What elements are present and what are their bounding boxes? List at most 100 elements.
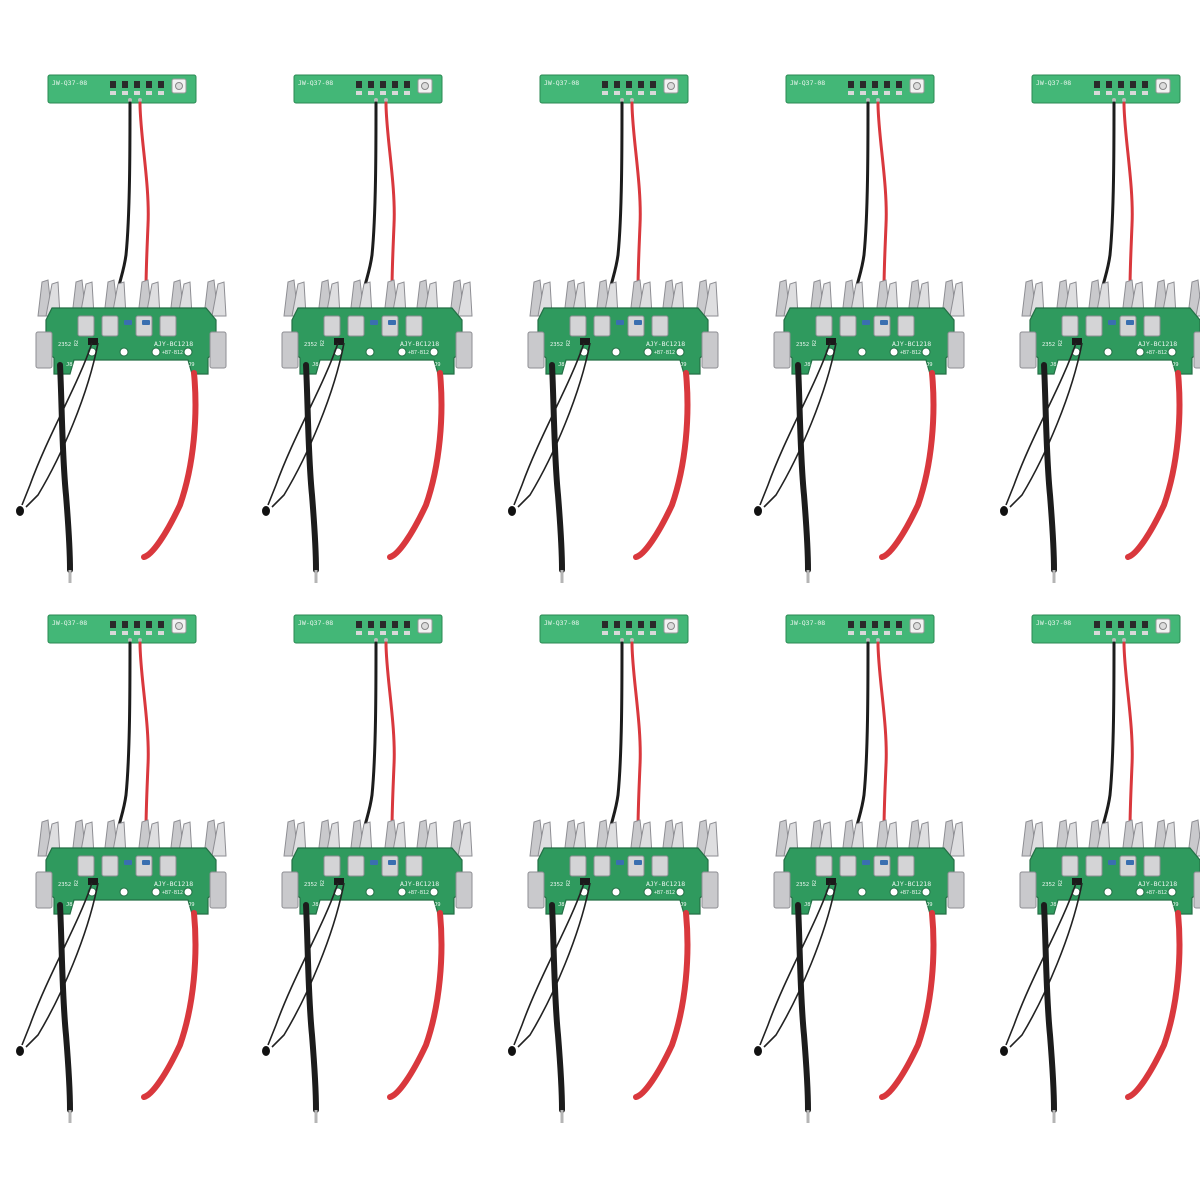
resistor: [880, 860, 888, 865]
side-contact-left: [1019, 871, 1037, 909]
thermistor-wire: [763, 882, 837, 1048]
board-contact: [77, 315, 95, 337]
main-board-sub-label: +B7-B12: [1146, 350, 1167, 356]
board-contact: [593, 855, 611, 877]
smd-component: [884, 621, 890, 628]
led: [158, 91, 164, 95]
terminal-clip: [1195, 831, 1200, 857]
pad-label-left: J8: [804, 902, 811, 908]
thermistor-bead: [508, 1046, 516, 1056]
led: [392, 91, 398, 95]
board-contact: [381, 315, 399, 337]
side-contact-right: [455, 871, 473, 909]
board-contact: [323, 315, 341, 337]
solder-pad: [384, 98, 388, 102]
wire-red-signal: [138, 641, 150, 832]
power-wire-black: [795, 902, 811, 1113]
main-board-code: 2352: [550, 342, 563, 348]
indicator-board: JW-Q37-08: [293, 74, 443, 104]
mounting-hole: [365, 347, 375, 357]
pad-label-left: J8: [312, 902, 319, 908]
mounting-hole: [643, 887, 653, 897]
wire-red-signal: [1122, 641, 1134, 832]
board-contact: [135, 315, 153, 337]
wire-red-signal: [1122, 101, 1134, 292]
board-contact: [593, 315, 611, 337]
pad-label-right: J9: [188, 362, 195, 368]
mounting-hole: [1103, 347, 1113, 357]
push-button-cap: [1159, 622, 1167, 630]
wire-red-signal: [876, 641, 888, 832]
power-wire-red: [141, 910, 199, 1100]
smd-component: [848, 621, 854, 628]
pad-label-right: J9: [680, 362, 687, 368]
board-contact: [815, 855, 833, 877]
board-contact: [569, 855, 587, 877]
resistor: [1126, 860, 1134, 865]
resistor: [634, 320, 642, 325]
mounting-hole: [611, 347, 621, 357]
board-contact: [1143, 315, 1161, 337]
power-wire-red: [1125, 910, 1183, 1100]
board-contact: [405, 315, 423, 337]
push-button-cap: [913, 82, 921, 90]
main-board-code: 2352: [550, 882, 563, 888]
solder-pad: [876, 98, 880, 102]
power-wire-red: [387, 370, 445, 560]
pad-label-mid: R2: [1058, 340, 1064, 346]
push-button-cap: [667, 82, 675, 90]
indicator-board-label: JW-Q37-08: [544, 619, 579, 627]
led: [368, 91, 374, 95]
main-board-label: AJY-BC1218: [646, 880, 685, 888]
smd-component: [1106, 621, 1112, 628]
solder-pad: [876, 638, 880, 642]
smd-component: [380, 621, 386, 628]
main-board-sub-label: +B7-B12: [408, 350, 429, 356]
led: [404, 91, 410, 95]
board-contact: [873, 855, 891, 877]
mounting-hole: [183, 347, 193, 357]
mounting-hole: [1103, 887, 1113, 897]
pad-label-mid: R2: [1058, 880, 1064, 886]
led: [1106, 631, 1112, 635]
indicator-board-label: JW-Q37-08: [790, 619, 825, 627]
power-wire-black: [549, 362, 565, 573]
push-button-cap: [1159, 82, 1167, 90]
pad-label-left: J8: [1050, 902, 1057, 908]
main-board-label: AJY-BC1218: [400, 340, 439, 348]
smd-component: [1130, 81, 1136, 88]
smd-component: [356, 621, 362, 628]
indicator-board: JW-Q37-08: [539, 74, 689, 104]
wire-black-signal: [1100, 101, 1116, 292]
led: [356, 631, 362, 635]
indicator-board: JW-Q37-08: [47, 614, 197, 644]
main-board-code: 2352: [1042, 882, 1055, 888]
main-board-sub-label: +B7-B12: [162, 890, 183, 896]
pad-label-left: J8: [66, 902, 73, 908]
mounting-hole: [921, 347, 931, 357]
led: [110, 631, 116, 635]
led: [860, 91, 866, 95]
connector-pad: [88, 878, 98, 885]
board-contact: [1143, 855, 1161, 877]
mounting-hole: [611, 887, 621, 897]
solder-pad: [128, 638, 132, 642]
main-board-sub-label: +B7-B12: [162, 350, 183, 356]
push-button-cap: [421, 622, 429, 630]
solder-pad: [1122, 98, 1126, 102]
indicator-board: JW-Q37-08: [293, 614, 443, 644]
indicator-board-label: JW-Q37-08: [1036, 79, 1071, 87]
led: [368, 631, 374, 635]
smd-component: [872, 621, 878, 628]
resistor: [616, 320, 624, 325]
solder-pad: [374, 638, 378, 642]
solder-pad: [620, 638, 624, 642]
side-contact-right: [1193, 871, 1200, 909]
led: [848, 631, 854, 635]
side-contact-right: [209, 871, 227, 909]
